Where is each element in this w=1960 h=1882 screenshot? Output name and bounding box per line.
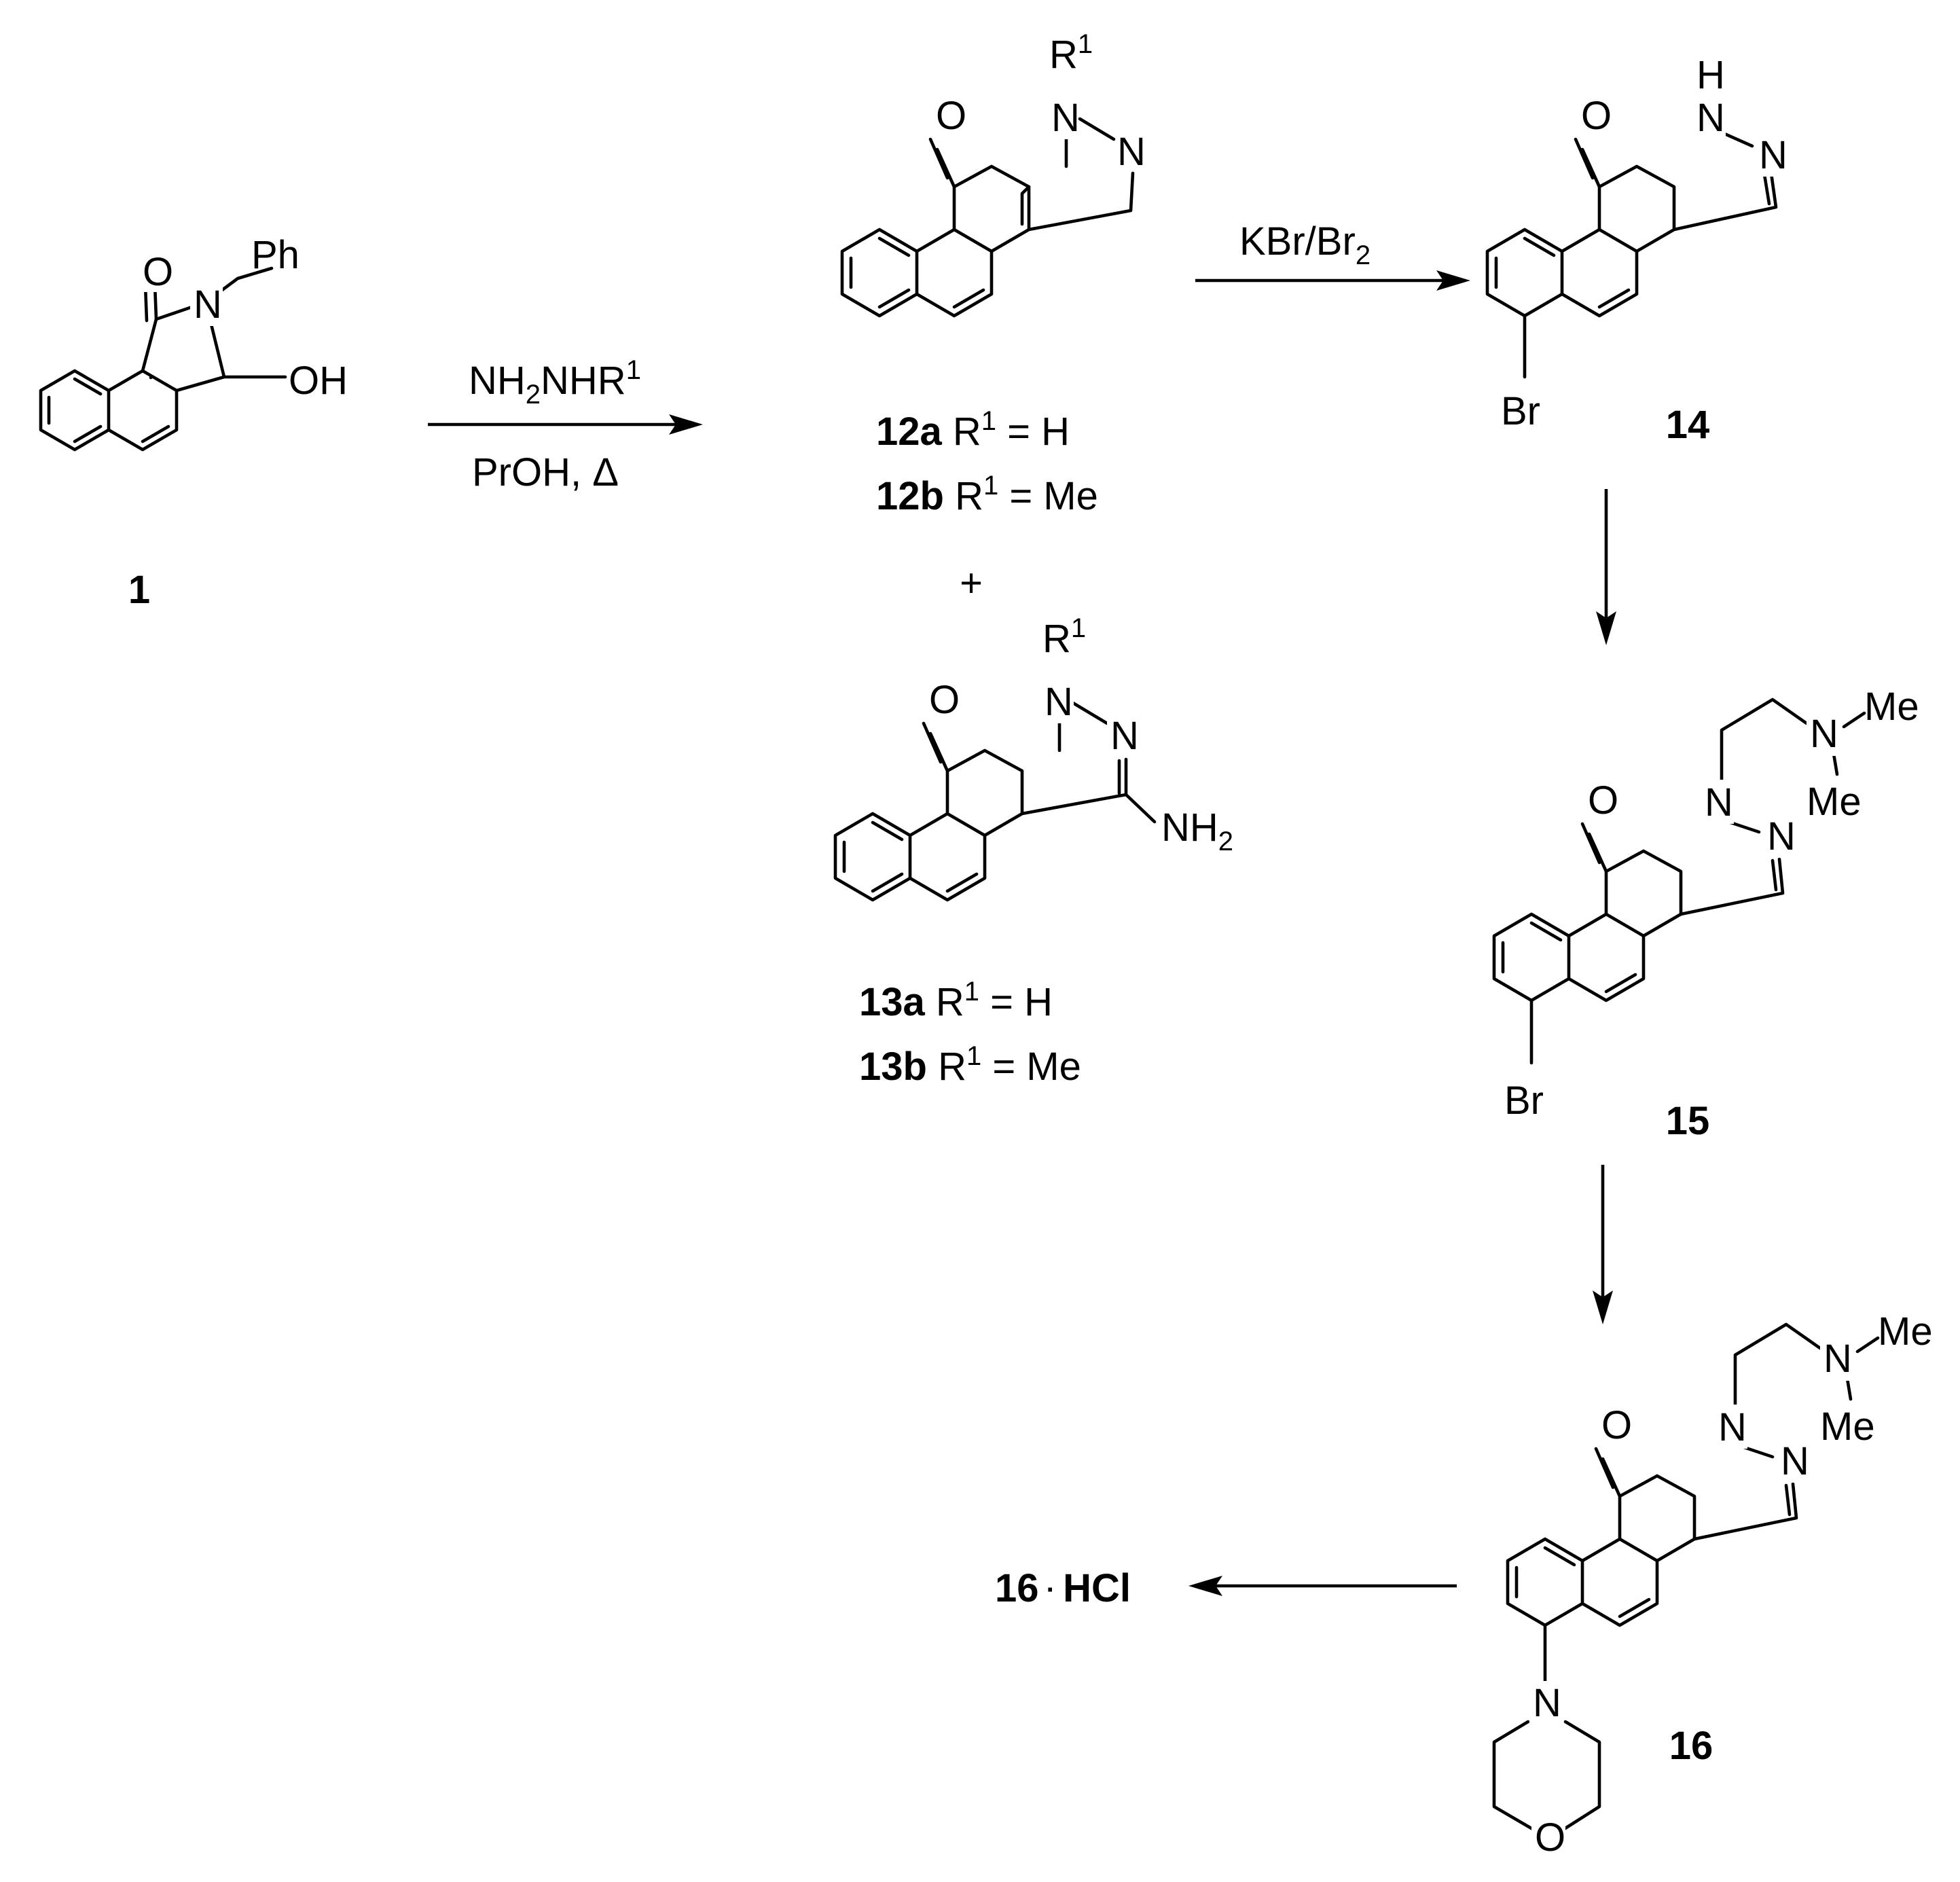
- reagent-bromination: KBr/Br2: [1239, 219, 1371, 270]
- compound-15-structure: O N N N Me Me Br: [1492, 685, 1919, 1123]
- reagent-hydrazine: NH2NHR1: [469, 355, 641, 410]
- methyl-label: Me: [1878, 1309, 1933, 1354]
- nitrogen-label: N: [1823, 1337, 1852, 1381]
- reaction-arrow-2: [1195, 270, 1470, 291]
- compound-16-label: 16: [1669, 1724, 1713, 1768]
- methyl-label: Me: [1807, 780, 1862, 824]
- oxygen-label: O: [143, 250, 173, 294]
- r1-substituent: R1: [1049, 29, 1093, 77]
- oxygen-label: O: [936, 94, 966, 138]
- morpholine-nitrogen-label: N: [1533, 1681, 1561, 1725]
- oxygen-label: O: [929, 678, 960, 722]
- reaction-arrow-1: [428, 414, 703, 435]
- compound-13-structure: O N N R1 NH2: [833, 613, 1233, 902]
- compound-14-label: 14: [1666, 403, 1710, 447]
- oxygen-label: O: [1601, 1403, 1632, 1447]
- morpholine-oxygen-label: O: [1535, 1815, 1565, 1860]
- nitrogen-label: N: [1696, 96, 1725, 140]
- plus-sign: +: [960, 561, 983, 605]
- nitrogen-label: N: [1810, 712, 1838, 756]
- hydroxyl-label: OH: [289, 359, 348, 403]
- compound-13b-label: 13b R1 = Me: [859, 1041, 1081, 1089]
- nitrogen-label: N: [1110, 714, 1139, 758]
- compound-12-structure: O N N R1: [840, 29, 1146, 318]
- compound-14-structure: O N H N Br: [1485, 53, 1788, 433]
- reaction-arrow-3: [1596, 489, 1616, 645]
- r1-substituent: R1: [1042, 613, 1086, 661]
- amino-label: NH2: [1161, 806, 1233, 856]
- bromo-label: Br: [1504, 1079, 1544, 1123]
- hydrogen-label: H: [1696, 53, 1725, 97]
- nitrogen-label: N: [194, 283, 222, 327]
- methyl-label: Me: [1820, 1405, 1875, 1449]
- methyl-label: Me: [1864, 685, 1919, 729]
- nitrogen-label: N: [1718, 1405, 1747, 1449]
- compound-16-hcl-label: 16 · HCl: [995, 1566, 1131, 1610]
- nitrogen-label: N: [1781, 1439, 1809, 1483]
- compound-16-structure: O N N N Me Me N O: [1492, 1309, 1933, 1860]
- compound-12b-label: 12b R1 = Me: [876, 471, 1098, 518]
- oxygen-label: O: [1581, 94, 1612, 138]
- compound-12a-label: 12a R1 = H: [876, 406, 1070, 454]
- compound-13a-label: 13a R1 = H: [859, 977, 1053, 1024]
- compound-1-label: 1: [128, 568, 150, 612]
- compound-15-label: 15: [1666, 1099, 1710, 1143]
- nitrogen-label: N: [1759, 133, 1787, 177]
- nitrogen-label: N: [1117, 130, 1146, 174]
- nitrogen-label: N: [1045, 680, 1073, 724]
- reaction-arrow-5: [1188, 1576, 1457, 1596]
- phenyl-label: Ph: [251, 233, 300, 277]
- compound-1-structure: O N Ph OH: [39, 233, 348, 452]
- nitrogen-label: N: [1051, 96, 1080, 140]
- nitrogen-label: N: [1705, 780, 1733, 825]
- reaction-arrow-4: [1593, 1165, 1613, 1324]
- reagent-conditions: PrOH, Δ: [472, 450, 619, 494]
- nitrogen-label: N: [1767, 814, 1796, 858]
- oxygen-label: O: [1588, 778, 1618, 822]
- bromo-label: Br: [1501, 389, 1540, 433]
